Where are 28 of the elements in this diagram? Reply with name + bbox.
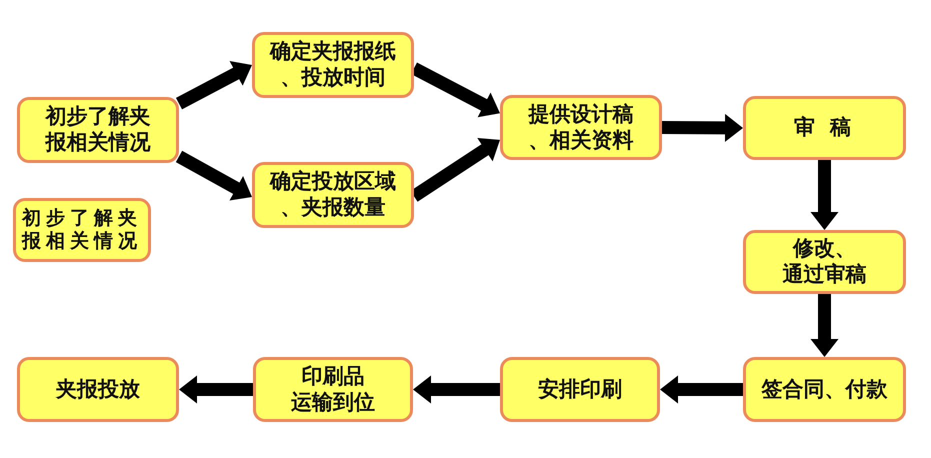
- process-box: [13, 198, 151, 262]
- step-label: 确定夹报报纸、投放时间: [270, 39, 396, 91]
- step-label: 初步了解夹报相关情况: [22, 206, 142, 254]
- arrow: [179, 376, 253, 404]
- arrow: [662, 114, 744, 142]
- process-box: [252, 162, 414, 228]
- process-box: [743, 230, 906, 294]
- step-label: 审 稿: [794, 115, 856, 141]
- step-label: 提供设计稿、相关资料: [528, 102, 634, 154]
- arrow: [810, 160, 838, 230]
- step-label: 印刷品运输到位: [291, 364, 375, 416]
- step-label: 初步了解夹报相关情况: [46, 104, 150, 156]
- arrow: [810, 294, 838, 357]
- process-box: [500, 95, 662, 160]
- step-label: 签合同、付款: [762, 376, 888, 402]
- process-box: [743, 96, 906, 160]
- process-box: [253, 357, 413, 422]
- process-box: [252, 32, 414, 98]
- step-label: 安排印刷: [538, 376, 622, 402]
- step-label: 确定投放区域、夹报数量: [270, 169, 396, 221]
- step-label: 夹报投放: [56, 376, 140, 402]
- arrow: [660, 376, 743, 404]
- process-box: [17, 357, 179, 422]
- arrow: [413, 376, 500, 404]
- step-label: 修改、通过审稿: [782, 236, 866, 288]
- process-box: [17, 97, 179, 163]
- process-box: [500, 357, 660, 422]
- process-box: [743, 357, 906, 422]
